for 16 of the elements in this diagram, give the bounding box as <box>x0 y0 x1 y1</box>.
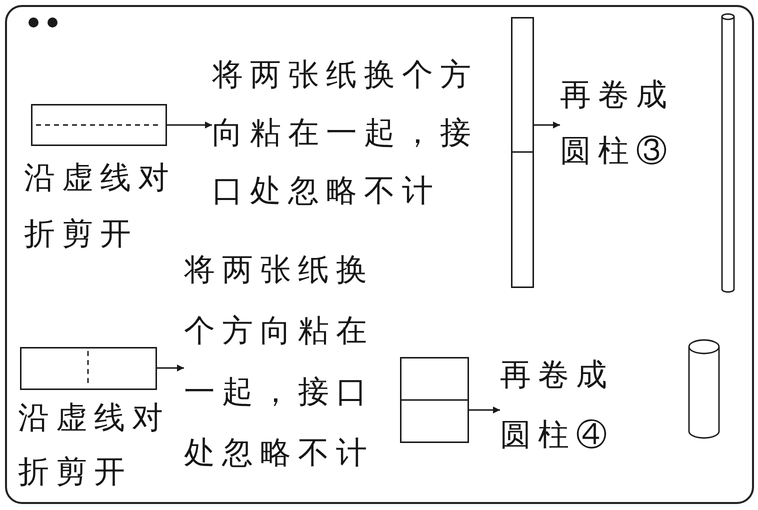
arrow <box>157 364 184 372</box>
instruction-text: 将两张纸换个方向粘在一起，接口处忽略不计 <box>212 46 494 220</box>
paper-strip <box>511 17 534 288</box>
paper-square <box>400 357 469 443</box>
arrow <box>534 122 560 128</box>
paper-rectangle <box>31 104 167 146</box>
arrow <box>167 122 212 128</box>
caption-text: 沿虚线对折剪开 <box>18 399 171 492</box>
instruction-text: 再卷成圆柱③ <box>560 67 696 179</box>
instruction-text: 再卷成圆柱④ <box>500 345 636 465</box>
caption-text: 沿虚线对折剪开 <box>24 159 177 254</box>
paper-rectangle <box>20 347 157 390</box>
arrow <box>469 406 500 414</box>
instruction-text: 将两张纸换个方向粘在一起，接口处忽略不计 <box>184 240 384 484</box>
cylinder <box>721 13 735 293</box>
cylinder <box>688 339 720 439</box>
